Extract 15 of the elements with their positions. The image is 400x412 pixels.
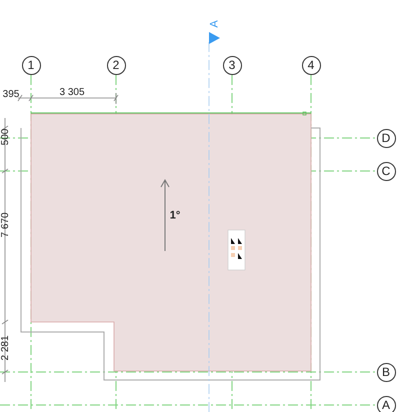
dimension-text: 395 [2,90,20,100]
grid-bubble: 4 [302,56,320,74]
dimension-text: 7 670 [1,212,11,238]
slope-label: 1° [170,210,180,222]
dimension-text: 3 305 [59,88,85,98]
grid-bubble: 1 [22,56,40,74]
grid-bubble: 3 [222,56,242,74]
section-mark-label: A [210,20,220,28]
grid-bubble: 2 [106,56,126,74]
grid-bubble: D [376,128,396,148]
dimension-text: 2 281 [1,335,11,361]
grid-bubble: B [376,362,396,382]
grid-bubble: A [376,396,396,412]
dimension-text: 500 [1,128,11,146]
grid-bubble: C [376,162,396,180]
